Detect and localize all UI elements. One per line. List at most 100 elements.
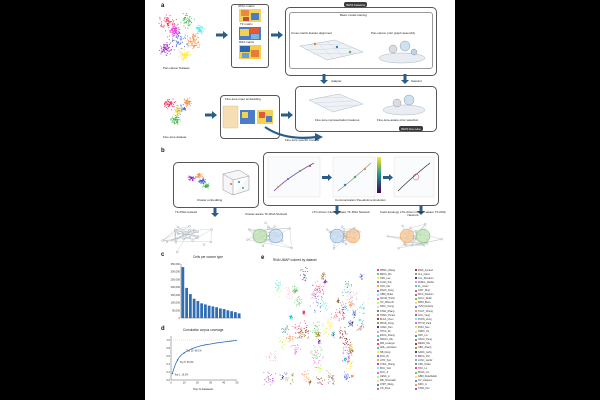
- umap-point: [277, 291, 279, 293]
- umap-point: [305, 267, 307, 269]
- legend-item: PCPG_Zeng: [415, 317, 432, 321]
- umap-point: [319, 287, 321, 289]
- umap-point: [288, 337, 290, 339]
- umap-point: [348, 304, 350, 306]
- umap-point: [316, 332, 318, 334]
- umap-point: [349, 359, 351, 361]
- legend-label: PRAD_Dong: [380, 321, 394, 325]
- umap-point: [332, 323, 334, 325]
- umap-point: [291, 379, 293, 381]
- umap-point: [351, 301, 352, 303]
- umap-point: [351, 362, 353, 364]
- umap-point: [302, 310, 304, 312]
- umap-point: [348, 323, 350, 324]
- embedding-point: [176, 121, 178, 123]
- bar: [234, 312, 237, 318]
- embedding-point: [175, 19, 177, 21]
- legend-label: RCC_Bi: [380, 354, 389, 358]
- umap-point: [316, 289, 318, 291]
- embedding-point: [192, 46, 194, 48]
- umap-point: [328, 378, 330, 380]
- legend-label: ALL_Caron: [418, 272, 431, 276]
- legend-swatch: [377, 269, 379, 271]
- embedding-point: [180, 48, 182, 50]
- network-node: [176, 225, 179, 228]
- umap-point: [305, 330, 307, 331]
- umap-point: [281, 285, 283, 287]
- umap-point: [361, 326, 363, 328]
- umap-point: [289, 336, 291, 338]
- umap-point: [298, 331, 300, 333]
- legend-swatch: [415, 277, 417, 280]
- umap-point: [289, 339, 291, 341]
- legend-swatch: [415, 379, 417, 382]
- umap-point: [349, 350, 351, 352]
- embedding-point: [171, 28, 173, 30]
- embedding-point: [178, 44, 180, 46]
- umap-point: [342, 332, 344, 334]
- embedding-point: [162, 26, 164, 28]
- umap-point: [318, 382, 320, 384]
- embedding-point: [197, 176, 199, 178]
- embedding-point: [183, 46, 186, 48]
- fine-tune-rep-label: Fine-tune representation features: [315, 118, 360, 122]
- umap-point: [314, 349, 316, 351]
- umap-point: [285, 377, 287, 379]
- umap-point: [357, 324, 359, 326]
- umap-point: [275, 282, 277, 284]
- embedding-point: [175, 26, 177, 28]
- embedding-point: [197, 46, 199, 49]
- legend-item: CLL_Rendeiro: [415, 276, 433, 280]
- network-sphere-illustration: [378, 40, 426, 64]
- embedding-point: [178, 31, 181, 33]
- arrow-down-icon: [320, 74, 328, 84]
- umap-point: [313, 363, 315, 365]
- umap-point: [325, 305, 327, 307]
- umap-point: [304, 374, 306, 375]
- umap-point: [291, 337, 293, 339]
- embedding-point: [196, 42, 198, 44]
- umap-point: [348, 346, 350, 348]
- network-node: [404, 244, 407, 247]
- panel-b-label: b: [161, 148, 165, 154]
- embedding-point: [172, 121, 175, 123]
- embedding-point: [183, 16, 186, 18]
- embedding-point: [176, 115, 178, 117]
- embedding-point: [178, 111, 180, 113]
- embedding-point: [196, 38, 198, 40]
- umap-point: [351, 346, 353, 348]
- embedding-point: [167, 101, 169, 103]
- embedding-point: [165, 18, 167, 20]
- umap-point: [344, 305, 346, 307]
- legend-label: GBM_Abdelfattah: [418, 375, 437, 379]
- embedding-point: [190, 20, 192, 23]
- network-edge: [183, 237, 198, 240]
- embedding-point: [178, 51, 181, 53]
- umap-point: [352, 374, 354, 376]
- legend-label: THCA_Pu: [380, 330, 391, 333]
- umap-point: [326, 370, 328, 372]
- legend-swatch: [415, 334, 417, 337]
- embedding-point: [179, 38, 181, 40]
- network-edge: [162, 229, 176, 241]
- umap-point: [342, 307, 344, 309]
- embedding-point: [163, 47, 165, 49]
- umap-point: [315, 325, 317, 327]
- embedding-point: [199, 29, 201, 32]
- umap-point: [310, 352, 312, 354]
- umap-point: [318, 331, 320, 333]
- embedding-point: [184, 107, 186, 109]
- umap-point: [304, 336, 305, 337]
- embedding-point: [178, 118, 180, 121]
- umap-point: [362, 327, 364, 329]
- embedding-point: [184, 100, 186, 102]
- fine-tune-grid-illustration: [308, 93, 364, 113]
- network-node: [189, 236, 192, 239]
- umap-point: [352, 361, 354, 363]
- embedding-point: [184, 15, 187, 17]
- embedding-point: [176, 34, 179, 36]
- embedding-point: [179, 55, 181, 57]
- embedding-point: [203, 181, 206, 183]
- network-node: [288, 227, 291, 230]
- legend-swatch: [377, 277, 379, 280]
